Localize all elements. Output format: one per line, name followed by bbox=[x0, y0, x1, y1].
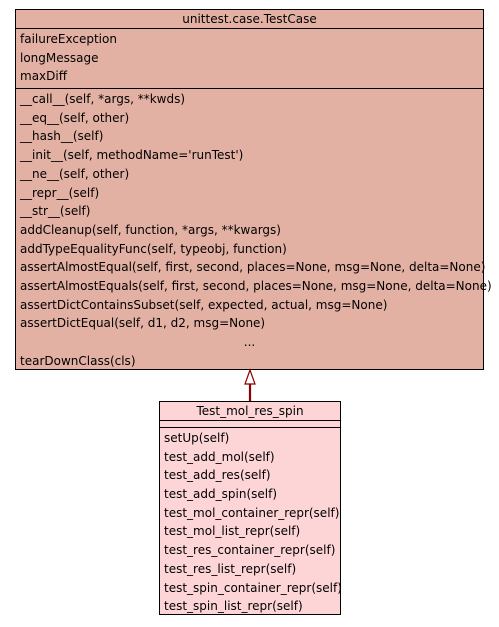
method-item: test_add_res(self) bbox=[164, 468, 271, 483]
method-item: __repr__(self) bbox=[20, 185, 100, 200]
method-item: test_mol_container_repr(self) bbox=[164, 505, 340, 520]
methods-ellipsis: ... bbox=[243, 335, 256, 349]
attribute-item: maxDiff bbox=[20, 69, 67, 84]
method-item: test_mol_list_repr(self) bbox=[164, 524, 301, 539]
method-item: __call__(self, *args, **kwds) bbox=[20, 92, 186, 107]
method-item: assertAlmostEqual(self, first, second, p… bbox=[20, 260, 486, 275]
child-class-attributes bbox=[160, 421, 340, 428]
method-item: test_spin_container_repr(self) bbox=[164, 580, 342, 595]
method-item: addTypeEqualityFunc(self, typeobj, funct… bbox=[20, 241, 287, 256]
attribute-item: longMessage bbox=[20, 50, 99, 65]
base-class-methods: __call__(self, *args, **kwds) __eq__(sel… bbox=[16, 89, 492, 372]
method-item: assertDictEqual(self, d1, d2, msg=None) bbox=[20, 316, 266, 331]
method-item: test_res_container_repr(self) bbox=[164, 543, 336, 558]
method-item: setUp(self) bbox=[164, 431, 230, 445]
inheritance-arrow-head bbox=[244, 368, 256, 385]
method-item: tearDownClass(cls) bbox=[20, 353, 136, 368]
attribute-item: failureException bbox=[20, 32, 117, 46]
method-item: test_add_mol(self) bbox=[164, 449, 275, 464]
child-class-title: Test_mol_res_spin bbox=[160, 402, 340, 421]
method-item: __str__(self) bbox=[20, 204, 91, 219]
method-item: __init__(self, methodName='runTest') bbox=[20, 148, 244, 163]
method-item: assertAlmostEquals(self, first, second, … bbox=[20, 278, 492, 293]
method-item: test_res_list_repr(self) bbox=[164, 561, 297, 576]
base-class-box[interactable]: unittest.case.TestCase failureException … bbox=[15, 9, 492, 372]
method-item: __ne__(self, other) bbox=[20, 166, 130, 181]
child-class-box[interactable]: Test_mol_res_spin setUp(self) test_add_m… bbox=[159, 401, 342, 618]
base-class-attributes: failureException longMessage maxDiff bbox=[16, 29, 483, 90]
child-class-methods: setUp(self) test_add_mol(self) test_add_… bbox=[160, 428, 342, 618]
method-item: test_spin_list_repr(self) bbox=[164, 599, 303, 614]
method-item: __hash__(self) bbox=[20, 129, 104, 144]
base-class-title: unittest.case.TestCase bbox=[16, 10, 483, 29]
method-item: addCleanup(self, function, *args, **kwar… bbox=[20, 222, 281, 237]
method-item: test_add_spin(self) bbox=[164, 487, 277, 502]
method-item: __eq__(self, other) bbox=[20, 110, 130, 125]
method-item: assertDictContainsSubset(self, expected,… bbox=[20, 297, 388, 312]
